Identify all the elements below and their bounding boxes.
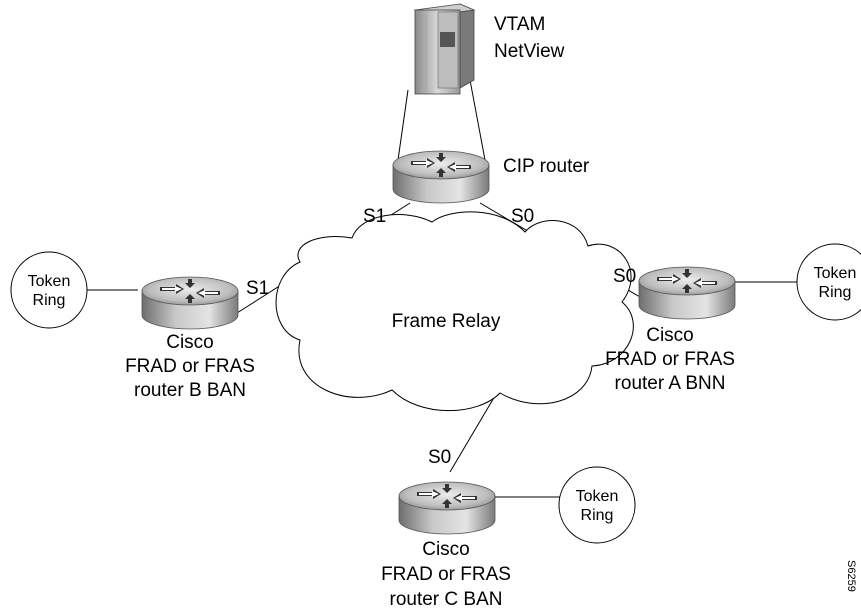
router-c-label-line2: FRAD or FRAS	[381, 564, 511, 585]
token-ring-bottom-label-line2: Ring	[581, 507, 614, 524]
router-a-icon	[638, 266, 736, 320]
interface-router-b-s1: S1	[246, 278, 269, 299]
frame-relay-cloud	[275, 211, 634, 412]
cip-router-icon	[392, 150, 490, 204]
mainframe-label-line2: NetView	[494, 41, 565, 62]
link-mainframe-cip-left	[397, 89, 409, 161]
figure-id-label: S6259	[845, 560, 857, 592]
router-a-label-line1: Cisco	[646, 325, 694, 346]
interface-cip-s1: S1	[363, 206, 386, 227]
router-b-label-line1: Cisco	[166, 332, 214, 353]
token-ring-bottom-circle	[558, 466, 636, 544]
link-mainframe-cip-right	[469, 79, 486, 161]
token-ring-bottom-label-line1: Token	[576, 488, 619, 505]
router-b-icon	[141, 276, 239, 330]
token-ring-left-circle	[10, 251, 88, 329]
mainframe-server-icon	[413, 3, 476, 95]
token-ring-left-label-line1: Token	[28, 273, 71, 290]
mainframe-label-line1: VTAM	[494, 14, 545, 35]
router-c-label-line1: Cisco	[422, 539, 470, 560]
frame-relay-label: Frame Relay	[392, 311, 501, 332]
router-b-label-line2: FRAD or FRAS	[125, 356, 255, 377]
interface-router-a-s0: S0	[613, 266, 636, 287]
token-ring-right-label-line2: Ring	[819, 284, 852, 301]
interface-cip-s0: S0	[511, 206, 534, 227]
interface-router-c-s0: S0	[428, 447, 451, 468]
cip-router-label: CIP router	[503, 156, 590, 177]
token-ring-left-label-line2: Ring	[33, 292, 66, 309]
token-ring-right-circle	[796, 243, 861, 321]
router-b-label-line3: router B BAN	[134, 380, 246, 401]
token-ring-right-label-line1: Token	[814, 265, 857, 282]
router-c-label-line3: router C BAN	[390, 589, 503, 610]
router-a-label-line2: FRAD or FRAS	[605, 349, 735, 370]
router-c-icon	[398, 481, 496, 535]
router-a-label-line3: router A BNN	[615, 373, 726, 394]
